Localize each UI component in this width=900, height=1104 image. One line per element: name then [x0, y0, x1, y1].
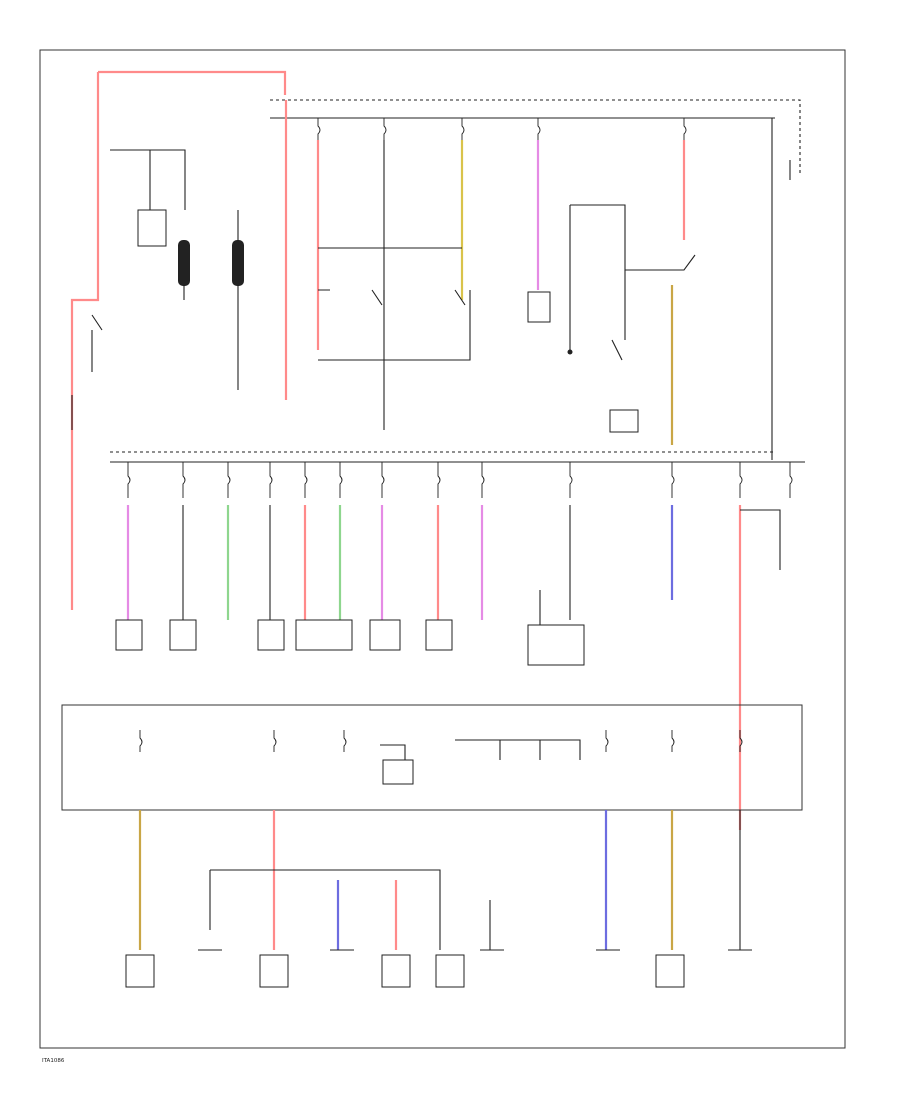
fuse-low-1 [139, 730, 143, 752]
fuse-mid-4 [269, 462, 273, 498]
fuse-mid-2 [182, 462, 186, 498]
starter-relay [137, 209, 167, 247]
bottom-component-3 [381, 954, 411, 988]
fuse-mid-5 [304, 462, 308, 498]
fuse-mid-1 [127, 462, 131, 498]
fuse-low-3 [343, 730, 347, 752]
fuse-mid-11 [671, 462, 675, 498]
wire-relay-feed [110, 149, 186, 210]
right-relay-cluster [567, 204, 696, 445]
fuse-top-1 [317, 118, 321, 140]
middle-fuses [127, 462, 793, 498]
right-relay-wiring [570, 204, 696, 271]
bottom-component-2 [259, 954, 289, 988]
diagram-frame [39, 49, 846, 1049]
lower-component [382, 759, 414, 785]
fuse-top-3 [461, 118, 465, 140]
fuse-mid-6 [339, 462, 343, 498]
relay-box [527, 291, 551, 323]
relay-contacts [318, 289, 471, 361]
fusible-link-1 [178, 240, 190, 286]
lower-fuse-box [61, 704, 803, 811]
fuse-top-2 [383, 118, 387, 140]
component-7 [527, 624, 585, 666]
component-6 [425, 619, 453, 651]
lower-components [125, 949, 752, 988]
battery-feed-section [70, 70, 287, 610]
bottom-component-4 [435, 954, 465, 988]
wire-drop-10 [539, 505, 571, 625]
component-1 [115, 619, 143, 651]
fuse-mid-10 [569, 462, 573, 498]
fuse-top-5 [683, 118, 687, 140]
top-fuses [317, 118, 687, 140]
lower-bus-links [380, 739, 581, 760]
fuse-low-6 [739, 730, 743, 752]
fuse-mid-13 [789, 462, 793, 498]
bottom-component-5 [655, 954, 685, 988]
relay-switch [454, 289, 466, 306]
lower-fuses [139, 730, 743, 785]
relay-cluster [318, 289, 551, 430]
fuse-low-4 [605, 730, 609, 752]
footer-code: ITA1086 [42, 1058, 65, 1064]
right-relay-switch [611, 270, 626, 361]
component-4 [295, 619, 353, 651]
component-2 [169, 619, 197, 651]
fuse-mid-9 [481, 462, 485, 498]
right-relay-box [609, 409, 639, 433]
wire-red-battery-left [70, 72, 100, 610]
component-5 [369, 619, 401, 651]
fuse-low-2 [273, 730, 277, 752]
wire-red-battery-top [98, 70, 287, 95]
fuse-low-5 [671, 730, 675, 752]
fuse-mid-8 [437, 462, 441, 498]
top-bus-dashed [270, 99, 801, 175]
wire-low-cross [210, 869, 441, 950]
bottom-component-1 [125, 954, 155, 988]
component-3 [257, 619, 285, 651]
fusible-link-2 [232, 240, 244, 286]
fuse-mid-3 [227, 462, 231, 498]
wire-drop-13 [740, 509, 781, 570]
middle-components [115, 619, 585, 666]
fuse-mid-12 [739, 462, 743, 498]
junction-dot [567, 349, 573, 355]
switch-left [91, 314, 103, 372]
fuse-top-4 [537, 118, 541, 140]
fuse-mid-7 [381, 462, 385, 498]
